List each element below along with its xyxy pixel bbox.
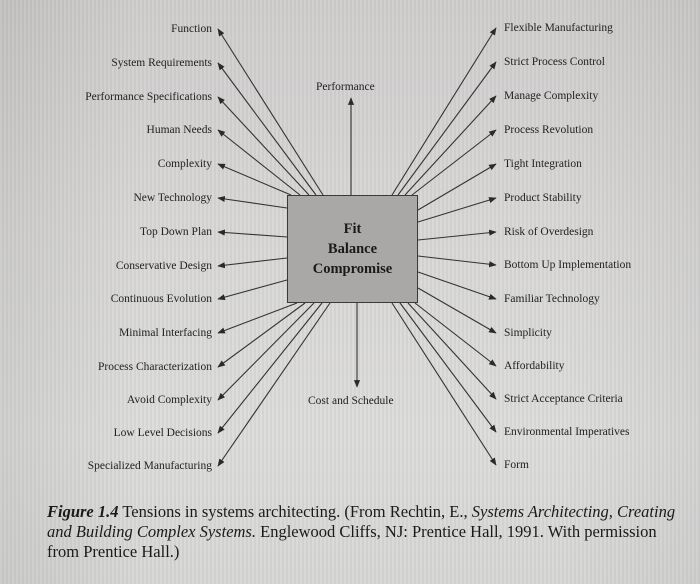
right-arrow — [417, 229, 497, 241]
right-label-item: Flexible Manufacturing — [504, 22, 613, 34]
left-arrow — [217, 129, 301, 196]
right-arrow — [411, 129, 497, 196]
right-arrow — [417, 271, 497, 300]
center-line-balance: Balance — [327, 241, 378, 257]
left-label-item: Specialized Manufacturing — [87, 460, 212, 472]
left-label-item: Low Level Decisions — [113, 427, 212, 439]
left-label-item: Top Down Plan — [139, 226, 212, 238]
right-arrow — [407, 302, 497, 400]
right-label-item: Bottom Up Implementation — [504, 259, 632, 271]
right-label-item: Affordability — [504, 360, 565, 372]
caption-text-1: Tensions in systems architecting. (From … — [118, 502, 472, 521]
right-arrow — [417, 287, 497, 334]
figure-number: Figure 1.4 — [47, 502, 119, 521]
left-label-item: Function — [171, 23, 212, 35]
left-arrow — [217, 302, 315, 401]
right-label-item: Manage Complexity — [504, 90, 599, 102]
right-label-item: Risk of Overdesign — [504, 226, 594, 238]
left-arrow — [217, 302, 331, 467]
left-label-item: Conservative Design — [115, 260, 212, 272]
left-arrow — [217, 28, 324, 196]
right-arrow — [391, 27, 497, 196]
left-arrow — [217, 302, 306, 368]
right-arrow — [414, 302, 497, 367]
right-arrow — [417, 255, 497, 268]
left-arrow — [217, 62, 317, 196]
left-label-item: System Requirements — [111, 57, 212, 69]
left-arrow — [217, 279, 288, 301]
right-label-item: Strict Acceptance Criteria — [504, 393, 623, 405]
right-arrow — [417, 163, 497, 211]
book-title: Systems Architecting, Creating and Build… — [47, 502, 676, 541]
fit-balance-compromise-box: Fit Balance Compromise — [287, 195, 418, 303]
right-label-item: Process Revolution — [504, 124, 594, 136]
right-arrow — [391, 302, 497, 466]
left-arrow — [217, 302, 298, 334]
right-label-item: Simplicity — [504, 327, 552, 339]
right-arrow — [404, 95, 497, 196]
left-label-item: Process Characterization — [98, 361, 212, 373]
left-arrow — [217, 229, 288, 238]
right-label-item: Tight Integration — [504, 158, 582, 170]
right-label-item: Form — [504, 459, 529, 471]
right-arrow — [397, 61, 497, 196]
center-line-fit: Fit — [343, 221, 362, 237]
right-arrow — [417, 197, 497, 223]
left-label-item: Human Needs — [146, 124, 212, 136]
left-label-item: Continuous Evolution — [110, 293, 212, 305]
right-label-item: Familiar Technology — [504, 293, 600, 305]
right-arrow — [399, 302, 497, 433]
left-arrow — [217, 257, 288, 269]
left-label-item: Avoid Complexity — [126, 394, 212, 406]
left-arrow — [217, 302, 323, 434]
right-label-item: Product Stability — [504, 192, 582, 204]
left-arrow — [217, 163, 292, 196]
left-label-item: New Technology — [133, 192, 212, 204]
left-label-item: Performance Specifications — [85, 91, 212, 103]
center-line-compromise: Compromise — [312, 261, 393, 277]
left-label-item: Minimal Interfacing — [119, 327, 212, 339]
right-label-item: Strict Process Control — [504, 56, 605, 68]
right-label-item: Environmental Imperatives — [504, 426, 630, 438]
left-arrow — [217, 195, 288, 209]
cost-schedule-label: Cost and Schedule — [308, 395, 394, 407]
left-label-item: Complexity — [157, 158, 212, 170]
figure-caption: Figure 1.4 Tensions in systems architect… — [47, 502, 687, 562]
performance-label: Performance — [316, 81, 375, 93]
left-arrow — [217, 96, 310, 196]
caption-text-2: Englewood Cliffs, NJ: Prentice Hall, 199… — [47, 522, 657, 561]
